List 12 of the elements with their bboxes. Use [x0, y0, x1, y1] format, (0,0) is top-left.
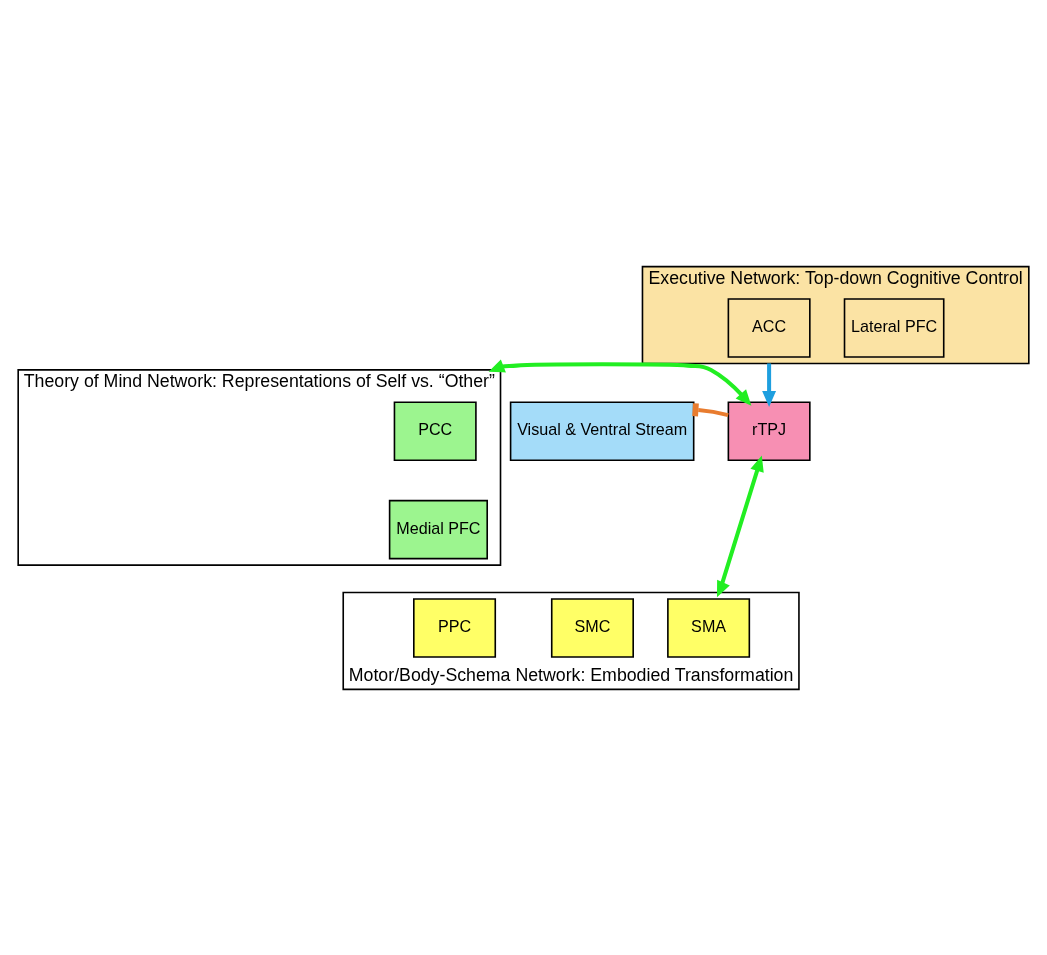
arrow	[716, 455, 764, 597]
node-box: ACC	[727, 297, 811, 358]
node-box: Medial PFC	[388, 499, 488, 559]
node-box: PCC	[393, 400, 477, 461]
arrow	[762, 362, 777, 407]
node-box: Lateral PFC	[843, 297, 945, 358]
node-box: PPC	[413, 597, 497, 658]
node-box: SMA	[667, 597, 751, 658]
node-box: rTPJ	[727, 400, 811, 461]
arrow	[488, 358, 752, 406]
node-box: Visual & Ventral Stream	[509, 400, 695, 461]
node-box: SMC	[550, 597, 634, 658]
